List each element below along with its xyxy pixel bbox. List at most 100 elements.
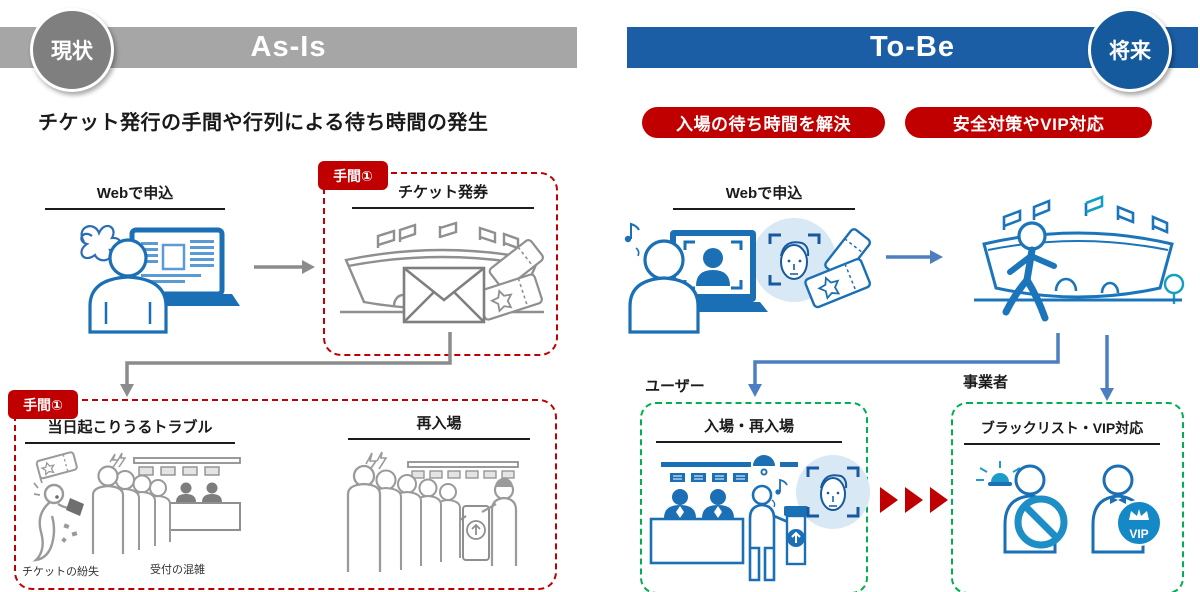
envelope — [402, 266, 486, 324]
arm-to-gate — [773, 514, 789, 524]
person-laptop-confused-icon — [80, 224, 240, 334]
stadium-flags — [1002, 195, 1169, 234]
ticket-issue-label: チケット発券 — [352, 181, 534, 209]
stadium-rim — [987, 240, 1169, 251]
ticket-star — [817, 276, 841, 300]
vip-badge-circle — [1116, 500, 1162, 546]
ticket-front — [476, 273, 543, 321]
operator-group-label: 事業者 — [963, 374, 1009, 391]
as-is-header-label: As-Is — [250, 31, 327, 63]
as-is-web-apply-label: Webで申込 — [45, 182, 225, 210]
capture-brackets — [806, 466, 860, 518]
signboard-bar-2 — [780, 462, 798, 467]
confusion-scribble — [80, 224, 122, 262]
benefit-badge-security-vip: 安全対策やVIP対応 — [905, 107, 1152, 138]
falling-scraps — [61, 523, 78, 543]
chevron-icon — [930, 487, 948, 513]
tie — [676, 506, 684, 518]
signboard-bar — [133, 457, 241, 464]
user-group-label: ユーザー — [645, 378, 705, 395]
blue-arrowhead-down-operator — [1100, 388, 1114, 401]
blacklist-box-title: ブラックリスト・VIP対応 — [964, 418, 1160, 445]
ticket-star — [489, 289, 513, 313]
scanned-face — [780, 241, 810, 280]
as-is-problem-title: チケット発行の手間や行列による待ち時間の発生 — [38, 112, 489, 134]
current-state-badge: 現状 — [30, 8, 114, 92]
person-arms — [104, 302, 152, 324]
trouble-box — [14, 399, 557, 590]
chevron-icon — [905, 487, 923, 513]
stadium-flags — [376, 221, 520, 250]
bow-tie — [1110, 496, 1126, 504]
slumped-body — [32, 501, 56, 562]
ticket-back — [488, 239, 544, 290]
up-arrow — [791, 531, 801, 543]
signboard-bar — [407, 461, 519, 468]
music-note — [624, 222, 640, 257]
open-mouth — [55, 495, 59, 499]
triple-arrow — [880, 487, 948, 513]
ticket-issue-icon — [340, 221, 544, 324]
person-head — [1014, 464, 1046, 496]
crown-icon — [1129, 509, 1149, 520]
tree — [1163, 273, 1185, 295]
ticket-loss-icon — [32, 451, 84, 562]
music-note — [771, 478, 788, 508]
reception-crowd-icon — [91, 452, 241, 554]
torn-ticket — [66, 498, 84, 516]
gate-staff — [481, 478, 518, 566]
annoyance-marks — [365, 451, 388, 475]
alarm-rays — [976, 461, 1024, 481]
reception-staff-blue — [664, 489, 734, 518]
reentry-queue — [346, 464, 461, 572]
effort-badge-2: 手間① — [8, 390, 78, 419]
tie — [714, 506, 722, 518]
person-laptop-face-auth-icon — [624, 218, 872, 334]
caption-ticket-loss: チケットの紛失 — [22, 566, 99, 578]
gate — [453, 505, 490, 561]
signboard-screens — [670, 473, 748, 482]
blue-arrowhead-right — [930, 250, 943, 264]
trouble-box-title: 当日起こりうるトラブル — [25, 416, 235, 444]
capture-brackets-screen — [683, 240, 743, 290]
person-body — [88, 275, 168, 334]
to-be-web-apply-label: Webで申込 — [673, 182, 855, 210]
future-state-label: 将来 — [1109, 40, 1151, 63]
alarm-lamp — [976, 461, 1024, 486]
blacklist-icon — [976, 461, 1068, 554]
chevron-icon — [880, 487, 898, 513]
waiting-queue — [91, 465, 171, 554]
stadium-bowl — [982, 231, 1174, 299]
reception-staff — [176, 482, 222, 502]
gray-arrowhead-right — [302, 260, 315, 274]
security-camera — [753, 455, 775, 476]
vip-badge-text: VIP — [1129, 527, 1148, 541]
gray-arrowhead-down — [120, 384, 134, 397]
lost-ticket — [35, 451, 78, 480]
vip-icon: VIP — [1091, 464, 1162, 554]
entry-gate — [784, 506, 808, 566]
to-be-header-label: To-Be — [869, 31, 955, 63]
effort-badge-1: 手間① — [318, 161, 388, 190]
signboard-screens — [138, 466, 220, 476]
entering-person — [748, 484, 789, 582]
person-body — [628, 276, 700, 334]
walking-person — [1002, 221, 1057, 322]
staff-arm — [481, 503, 497, 513]
person-head — [1102, 464, 1134, 496]
signboard-bar — [661, 462, 751, 467]
person-head — [643, 239, 685, 281]
annoyance-marks — [109, 452, 127, 471]
person-head — [108, 238, 148, 278]
reentry-title: 再入場 — [348, 412, 530, 440]
scanned-face — [820, 474, 848, 511]
entry-box-title: 入場・再入場 — [656, 415, 842, 443]
prohibition-bar — [1022, 503, 1060, 541]
capture-brackets-halo — [768, 233, 821, 286]
future-state-badge: 将来 — [1088, 8, 1172, 92]
face-auth-gate-icon — [649, 455, 870, 582]
captured-user-bust — [696, 248, 730, 286]
signboard-screens — [411, 470, 515, 479]
e-ticket-front — [804, 257, 872, 309]
